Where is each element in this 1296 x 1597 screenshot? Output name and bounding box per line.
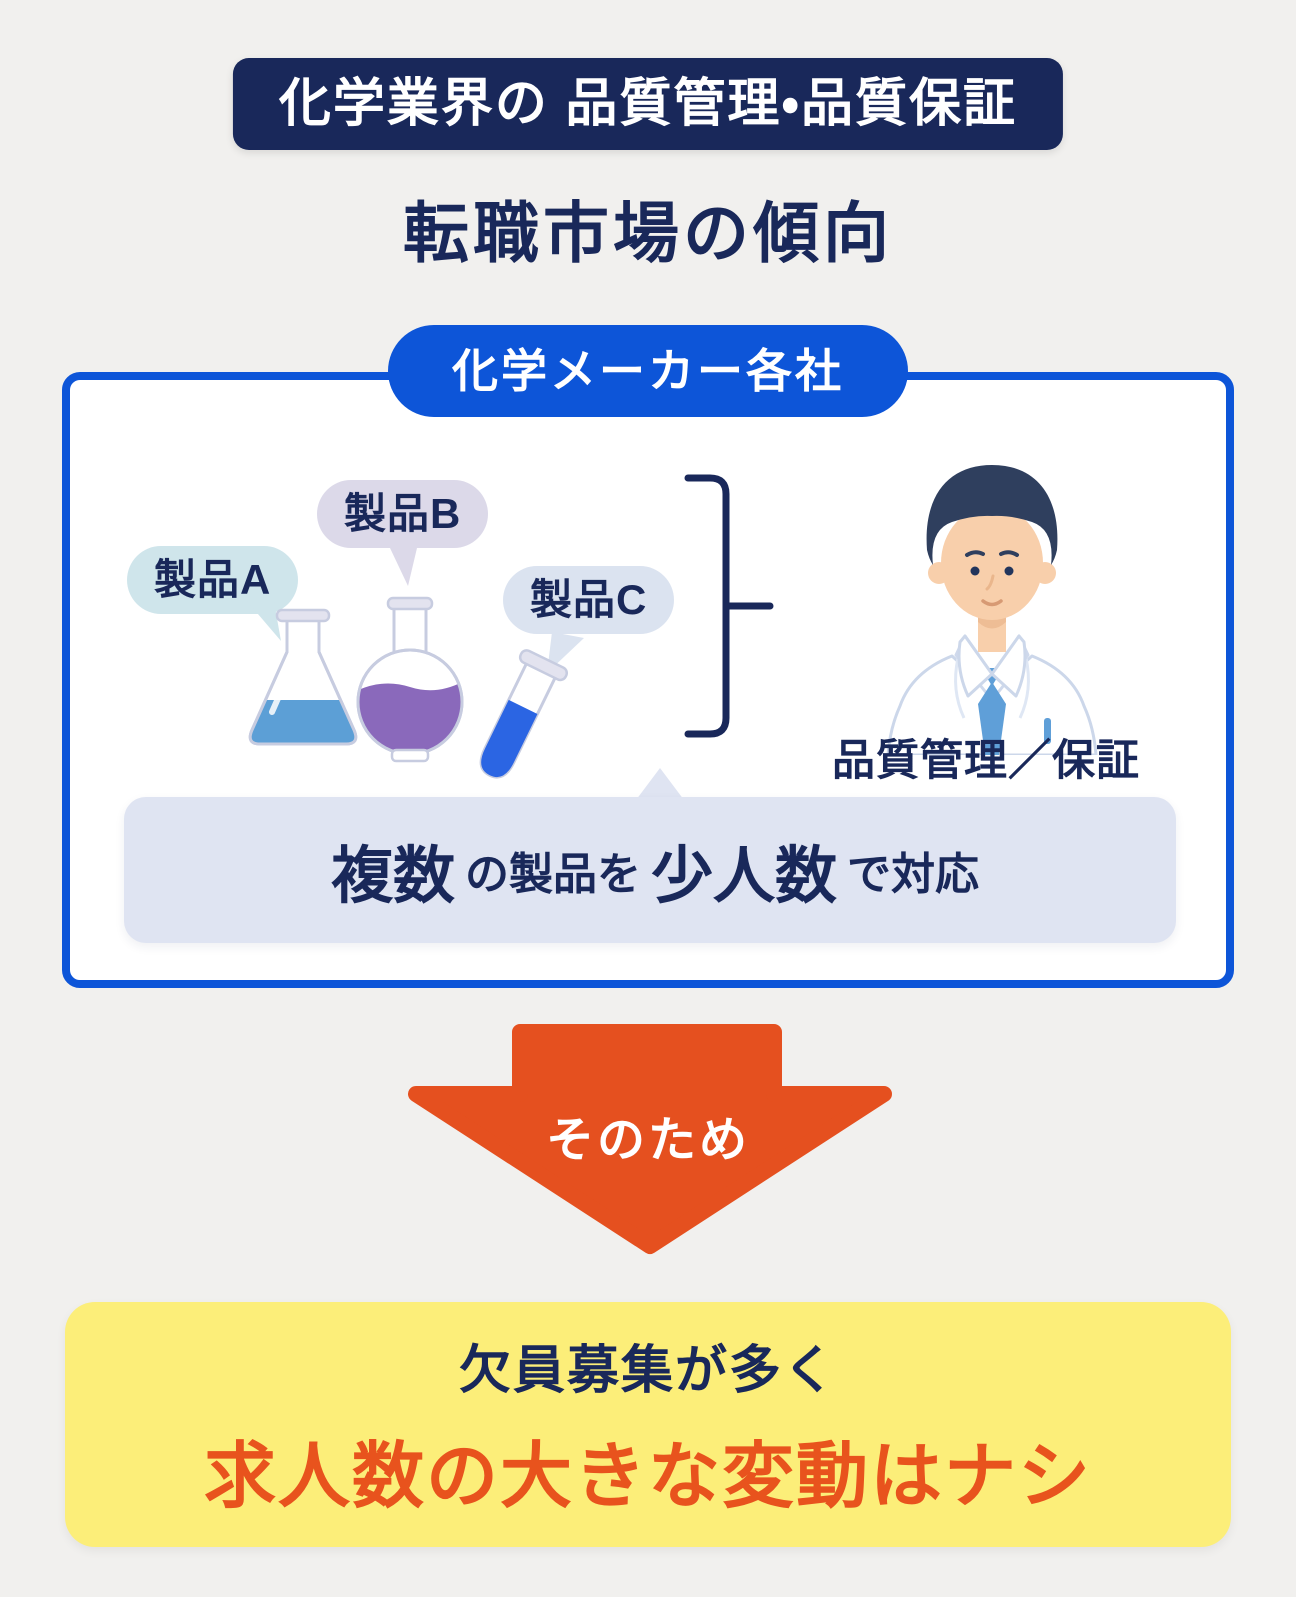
- arrow-label: そのため: [545, 1114, 750, 1167]
- scientist-illustration: [886, 465, 1098, 755]
- conclusion-box: 欠員募集が多く 求人数の大きな変動はナシ: [65, 1302, 1231, 1547]
- conclusion-line2: 求人数の大きな変動はナシ: [203, 1436, 1092, 1517]
- page-title: 転職市場の傾向: [403, 196, 893, 270]
- down-arrow-shape: [408, 1024, 892, 1254]
- callout-part4: で対応: [847, 850, 980, 899]
- callout-box: 複数 の製品を 少人数 で対応: [124, 797, 1176, 943]
- product-b-bubble: 製品B: [317, 480, 489, 548]
- round-flask-icon: [356, 596, 464, 763]
- header-badge: 化学業界の 品質管理・品質保証: [232, 58, 1064, 150]
- callout-part1: 複数: [330, 842, 455, 911]
- erlenmeyer-flask-icon: [248, 608, 358, 746]
- callout-part2: の製品を: [465, 850, 641, 899]
- product-a-bubble: 製品A: [127, 546, 299, 614]
- person-caption: 品質管理／保証: [832, 737, 1140, 785]
- conclusion-line1: 欠員募集が多く: [458, 1341, 837, 1400]
- panel-label: 化学メーカー各社: [388, 325, 908, 417]
- callout-part3: 少人数: [651, 842, 838, 911]
- bracket-icon: [684, 474, 774, 738]
- test-tube-icon: [479, 649, 569, 779]
- product-c-bubble: 製品C: [503, 566, 675, 634]
- lab-glassware-icons: [248, 596, 569, 779]
